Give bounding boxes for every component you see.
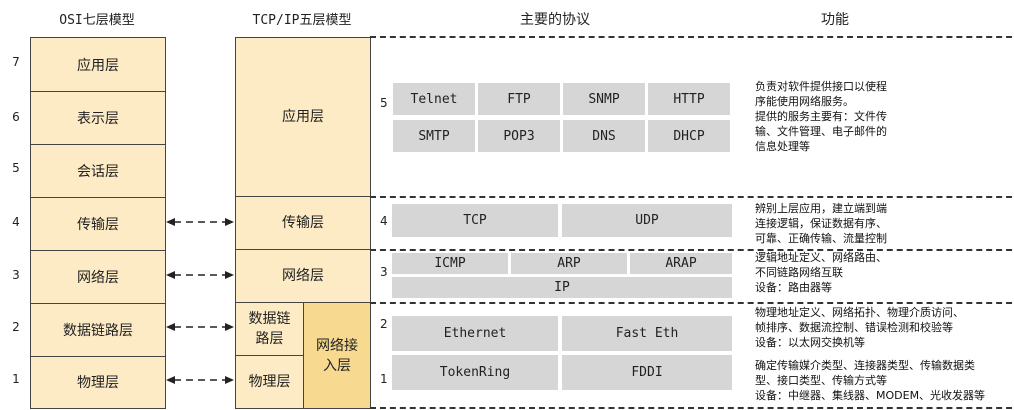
- osi-layer-transport: 传输层: [31, 197, 165, 251]
- tcpip-model-header: TCP/IP五层模型: [252, 13, 352, 28]
- protocol-ethernet: Ethernet: [392, 316, 558, 351]
- double-arrow-icon: [166, 218, 234, 226]
- double-arrow-icon: [166, 323, 234, 331]
- tcpip-layer-network: 网络层: [236, 250, 370, 303]
- protocol-ip: IP: [392, 277, 732, 298]
- function-datalink: 物理地址定义、网络拓扑、物理介质访问、 帧排序、数据流控制、错误检测和校验等 设…: [755, 306, 964, 349]
- osi-model-column: 应用层 表示层 会话层 传输层 网络层 数据链路层 物理层: [30, 37, 166, 409]
- protocol-ftp: FTP: [478, 83, 560, 115]
- tcpip-layer-network-access: 网络接 入层: [304, 303, 370, 408]
- protocol-snmp: SNMP: [563, 83, 645, 115]
- protocol-fddi: FDDI: [562, 355, 732, 390]
- osi-layer-number: 6: [12, 110, 20, 124]
- tcpip-model-column: 应用层 传输层 网络层 数据链 路层 物理层 网络接 入层: [235, 37, 371, 409]
- function-transport: 辨别上层应用，建立端到端 连接逻辑，保证数据有序、 可靠、正确传输、流量控制: [755, 202, 887, 245]
- double-arrow-icon: [166, 271, 234, 279]
- protocol-tcp: TCP: [392, 204, 558, 237]
- tcpip-layer-transport: 传输层: [236, 197, 370, 250]
- function-network: 逻辑地址定义、网络路由、 不同链路网络互联 设备：路由器等: [755, 251, 887, 294]
- protocol-layer-number: 2: [380, 317, 388, 331]
- protocol-tokenring: TokenRing: [392, 355, 558, 390]
- osi-layer-network: 网络层: [31, 250, 165, 304]
- osi-layer-number: 5: [12, 161, 20, 175]
- protocol-pop3: POP3: [478, 120, 560, 152]
- function-physical: 确定传输媒介类型、连接器类型、传输数据类 型、接口类型、传输方式等 设备：中继器…: [755, 359, 986, 402]
- protocol-arp: ARP: [511, 253, 627, 274]
- osi-model-header: OSI七层模型: [59, 13, 135, 28]
- double-arrow-icon: [166, 376, 234, 384]
- osi-layer-number: 2: [12, 320, 20, 334]
- protocol-layer-number: 3: [380, 265, 388, 279]
- protocol-http: HTTP: [648, 83, 730, 115]
- osi-layer-physical: 物理层: [77, 375, 119, 391]
- function-header: 功能: [821, 12, 849, 28]
- layer-separator: [370, 36, 1014, 38]
- layer-separator: [370, 249, 1014, 251]
- protocols-header: 主要的协议: [520, 12, 590, 28]
- layer-separator: [370, 407, 1014, 409]
- protocol-layer-number: 5: [380, 96, 388, 110]
- tcpip-layer-application: 应用层: [236, 38, 370, 197]
- tcpip-layer-datalink: 数据链 路层: [236, 303, 304, 356]
- tcpip-layer-physical: 物理层: [236, 356, 304, 408]
- protocol-dns: DNS: [563, 120, 645, 152]
- protocol-arap: ARAP: [630, 253, 732, 274]
- layer-separator: [370, 196, 1014, 198]
- protocol-dhcp: DHCP: [648, 120, 730, 152]
- osi-layer-number: 7: [12, 55, 20, 69]
- osi-layer-presentation: 表示层: [31, 91, 165, 145]
- protocol-udp: UDP: [562, 204, 732, 237]
- protocol-layer-number: 1: [380, 372, 388, 386]
- osi-layer-number: 4: [12, 215, 20, 229]
- osi-layer-number: 1: [12, 372, 20, 386]
- protocol-fast-eth: Fast Eth: [562, 316, 732, 351]
- osi-layer-application: 应用层: [31, 38, 165, 92]
- osi-layer-number: 3: [12, 268, 20, 282]
- osi-layer-session: 会话层: [31, 144, 165, 198]
- protocol-layer-number: 4: [380, 214, 388, 228]
- osi-layer-datalink: 数据链路层: [31, 303, 165, 357]
- layer-separator: [370, 302, 1014, 304]
- function-application: 负责对软件提供接口以使程 序能使用网络服务。 提供的服务主要有：文件传 输、文件…: [755, 80, 887, 153]
- protocol-icmp: ICMP: [392, 253, 508, 274]
- protocol-telnet: Telnet: [393, 83, 475, 115]
- protocol-smtp: SMTP: [393, 120, 475, 152]
